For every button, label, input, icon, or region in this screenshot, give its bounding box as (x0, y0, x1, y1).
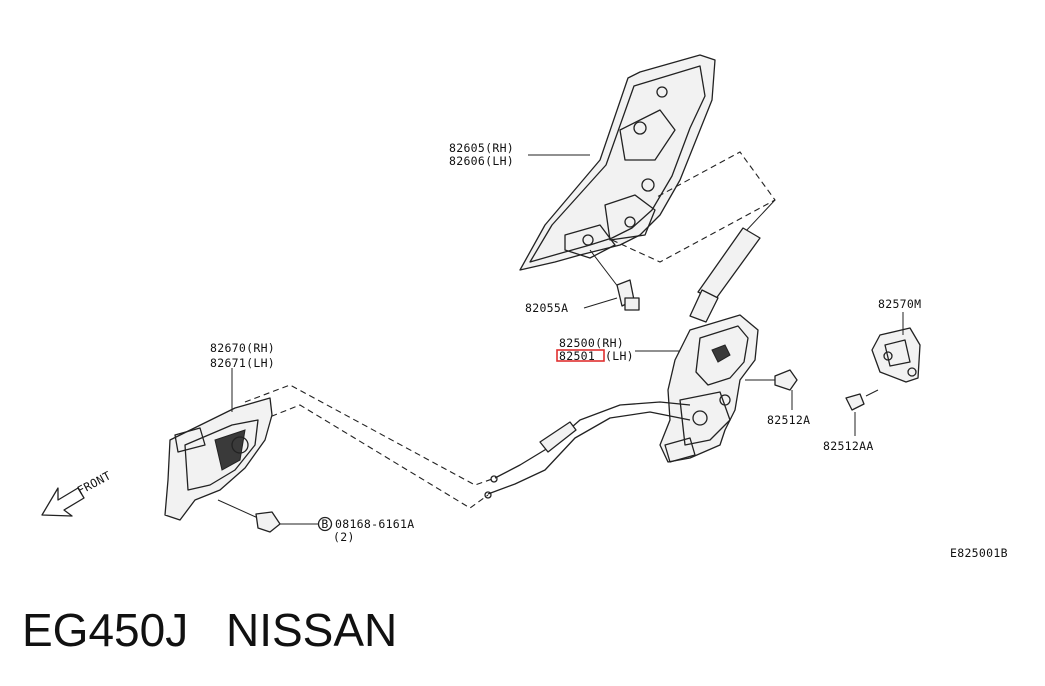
inside-door-handle (164, 397, 273, 521)
front-arrow-icon (41, 487, 85, 517)
screw-82512A (745, 369, 798, 410)
model-code: EG450J (22, 604, 188, 656)
door-lock-actuator (659, 314, 759, 463)
label-82512AA: 82512AA (823, 439, 874, 453)
label-82501-side: (LH) (605, 349, 634, 363)
label-82501-code: 82501 (559, 349, 595, 363)
label-08168: 08168-6161A (335, 517, 414, 531)
label-qty: (2) (333, 530, 355, 544)
dashed-guide-handle-upper (244, 384, 496, 486)
highlight-box-82501 (556, 349, 605, 362)
label-82671: 82671(LH) (210, 356, 275, 370)
dashed-guide-handle-lower (261, 404, 489, 509)
bolt-marker-letter: B (321, 517, 328, 531)
label-front: FRONT (75, 468, 113, 497)
door-sash-panel (519, 54, 716, 271)
bolt-82055A (589, 249, 640, 311)
lock-rod (689, 199, 776, 323)
label-82500: 82500(RH) (559, 336, 624, 350)
label-82512A: 82512A (767, 413, 810, 427)
control-cables (484, 401, 691, 499)
bolt-marker-icon: B (317, 516, 333, 532)
screw-82512AA (845, 389, 879, 436)
label-82570M: 82570M (878, 297, 921, 311)
striker-82570M (871, 312, 921, 383)
label-82670: 82670(RH) (210, 341, 275, 355)
label-82605: 82605(RH) (449, 141, 514, 155)
bolt-08168 (217, 499, 318, 533)
label-82606: 82606(LH) (449, 154, 514, 168)
label-82055A: 82055A (525, 301, 568, 315)
diagram-code: E825001B (950, 546, 1008, 560)
brand-name: NISSAN (226, 604, 397, 656)
